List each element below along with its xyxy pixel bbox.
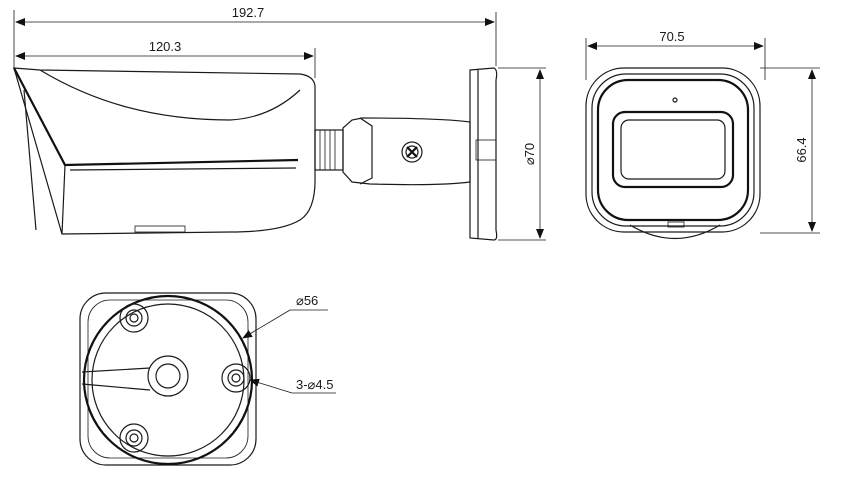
- sunshield-edge: [13, 67, 299, 167]
- side-view: 192.7 120.3 ⌀70: [13, 5, 546, 241]
- center-hole-inner: [155, 363, 181, 389]
- front-outer-shell: [585, 67, 761, 233]
- mount-square-inner: [87, 299, 249, 459]
- holes-label: 3-⌀4.5: [296, 377, 333, 392]
- bracket-joint: [359, 117, 373, 185]
- connector-sleeve: [314, 129, 344, 171]
- housing-seam: [69, 167, 297, 171]
- front-base-shadow: [629, 224, 721, 240]
- screw-hole-right: [221, 363, 251, 393]
- cable-channel: [81, 367, 151, 391]
- wall-mount-base: [469, 67, 498, 241]
- front-view: 70.5 66.4: [585, 29, 820, 240]
- base-diameter-leader: [242, 309, 291, 339]
- mount-notch: [475, 139, 497, 161]
- sunshield-curve: [39, 69, 301, 121]
- screw-inner: [405, 145, 419, 159]
- screw-hole-bottom: [119, 423, 149, 453]
- camera-housing: [13, 67, 316, 235]
- bottom-view: ⌀56 3-⌀4.5: [79, 292, 336, 466]
- lens-inner: [620, 119, 726, 180]
- front-width-label: 70.5: [659, 29, 684, 44]
- body-length-label: 120.3: [149, 39, 182, 54]
- front-height-label: 66.4: [794, 137, 809, 162]
- lens-window: [611, 110, 735, 189]
- mount-square-outline: [79, 292, 257, 466]
- total-length-label: 192.7: [232, 5, 265, 20]
- center-hole: [147, 355, 189, 397]
- screw-cross-icon: [406, 146, 418, 158]
- holes-leader: [249, 378, 293, 394]
- screw-head: [401, 141, 423, 163]
- bottom-slot: [134, 225, 186, 233]
- base-inner-circle: [91, 303, 245, 457]
- light-sensor: [672, 97, 678, 103]
- screw-hole-top: [119, 303, 149, 333]
- base-outer-circle: [82, 294, 254, 466]
- housing-front-edge: [61, 164, 66, 235]
- mount-diameter-label: ⌀70: [522, 143, 537, 165]
- front-lens-edge: [23, 89, 37, 231]
- front-shell-rim: [591, 73, 755, 227]
- front-glass-border: [596, 78, 750, 222]
- front-bottom-tab: [667, 221, 685, 228]
- base-diameter-label: ⌀56: [296, 293, 318, 308]
